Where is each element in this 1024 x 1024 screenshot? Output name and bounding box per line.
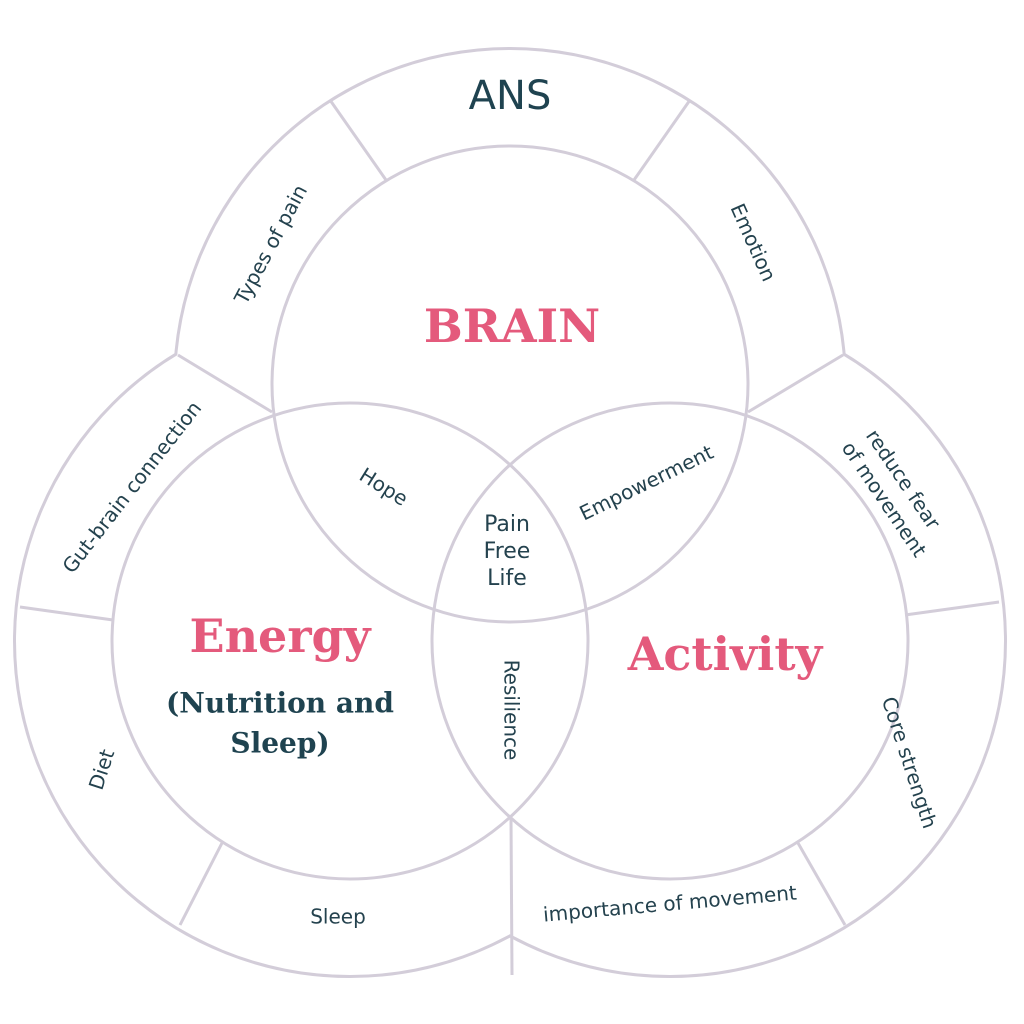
energy-sub-line1: (Nutrition and: [166, 687, 394, 720]
center-line2: Free: [484, 539, 531, 564]
brain-circle: [270, 144, 750, 624]
ans-label: ANS: [469, 73, 552, 119]
energy-label: Energy: [190, 609, 372, 663]
brain-label: BRAIN: [424, 299, 600, 353]
resilience-label: Resilience: [500, 660, 524, 761]
energy-circle: [110, 401, 590, 881]
section-dividers: [19, 99, 1000, 976]
center-line3: Life: [487, 566, 527, 591]
energy-sub-line2: Sleep): [230, 727, 329, 760]
center-line1: Pain: [484, 512, 530, 537]
activity-label: Activity: [627, 627, 824, 681]
activity-circle: [430, 401, 910, 881]
sleep-label: Sleep: [310, 905, 366, 929]
outer-ring: [13, 47, 1007, 978]
